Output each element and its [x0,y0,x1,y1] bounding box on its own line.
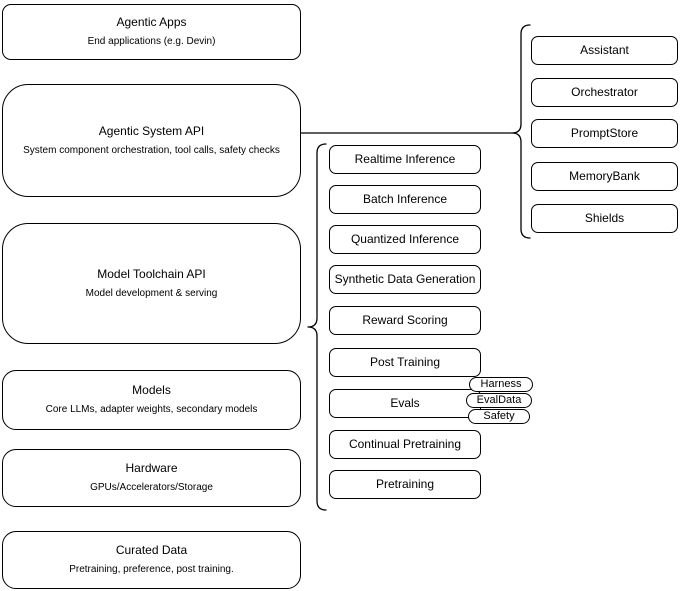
node-shields: Shields [531,204,678,233]
node-title: Agentic Apps [116,15,187,30]
node-title: Models [132,383,171,398]
node-agentic-system-api: Agentic System API System component orch… [2,84,301,197]
node-subtitle: End applications (e.g. Devin) [87,36,216,48]
node-models: Models Core LLMs, adapter weights, secon… [2,370,301,430]
toolchain-group-brace [307,143,327,511]
node-hardware: Hardware GPUs/Accelerators/Storage [2,449,301,507]
node-assistant: Assistant [531,36,678,65]
node-label: PromptStore [570,125,639,140]
node-curated-data: Curated Data Pretraining, preference, po… [2,531,301,589]
node-subtitle: GPUs/Accelerators/Storage [90,482,213,494]
node-model-toolchain-api: Model Toolchain API Model development & … [2,223,301,344]
node-title: Agentic System API [98,123,205,138]
node-label: MemoryBank [569,168,640,183]
node-post-training: Post Training [329,348,481,377]
node-memorybank: MemoryBank [531,162,678,191]
node-continual-pretraining: Continual Pretraining [329,430,481,459]
node-subtitle: Model development & serving [85,287,218,299]
node-label: Assistant [580,42,629,57]
components-group-brace [511,24,531,239]
node-label: Realtime Inference [354,151,456,166]
node-realtime-inference: Realtime Inference [329,145,481,174]
node-subtitle: System component orchestration, tool cal… [23,144,280,156]
node-label: Quantized Inference [350,231,460,246]
node-agentic-apps: Agentic Apps End applications (e.g. Devi… [2,4,301,60]
node-label: Evals [390,395,420,410]
node-subtitle: Pretraining, preference, post training. [69,564,234,576]
node-reward-scoring: Reward Scoring [329,306,481,335]
tag-label: Safety [483,410,515,422]
node-label: Orchestrator [571,84,638,99]
tag-label: Harness [480,378,522,390]
node-subtitle: Core LLMs, adapter weights, secondary mo… [45,404,258,416]
node-pretraining: Pretraining [329,470,481,499]
tag-label: EvalData [476,394,522,406]
node-batch-inference: Batch Inference [329,185,481,214]
node-title: Model Toolchain API [97,266,206,281]
evals-tag-evaldata: EvalData [466,393,532,408]
node-evals: Evals [329,389,481,418]
node-orchestrator: Orchestrator [531,78,678,107]
node-promptstore: PromptStore [531,119,678,148]
node-synthetic-data-generation: Synthetic Data Generation [329,265,481,294]
node-label: Continual Pretraining [348,436,462,451]
node-title: Hardware [125,461,178,476]
node-label: Post Training [369,354,441,369]
node-label: Pretraining [375,476,435,491]
node-quantized-inference: Quantized Inference [329,225,481,254]
node-label: Reward Scoring [362,312,448,327]
evals-tag-harness: Harness [469,377,533,392]
node-label: Batch Inference [362,191,448,206]
evals-tag-safety: Safety [468,409,530,424]
node-label: Synthetic Data Generation [334,271,476,286]
node-label: Shields [584,210,625,225]
node-title: Curated Data [115,543,188,558]
